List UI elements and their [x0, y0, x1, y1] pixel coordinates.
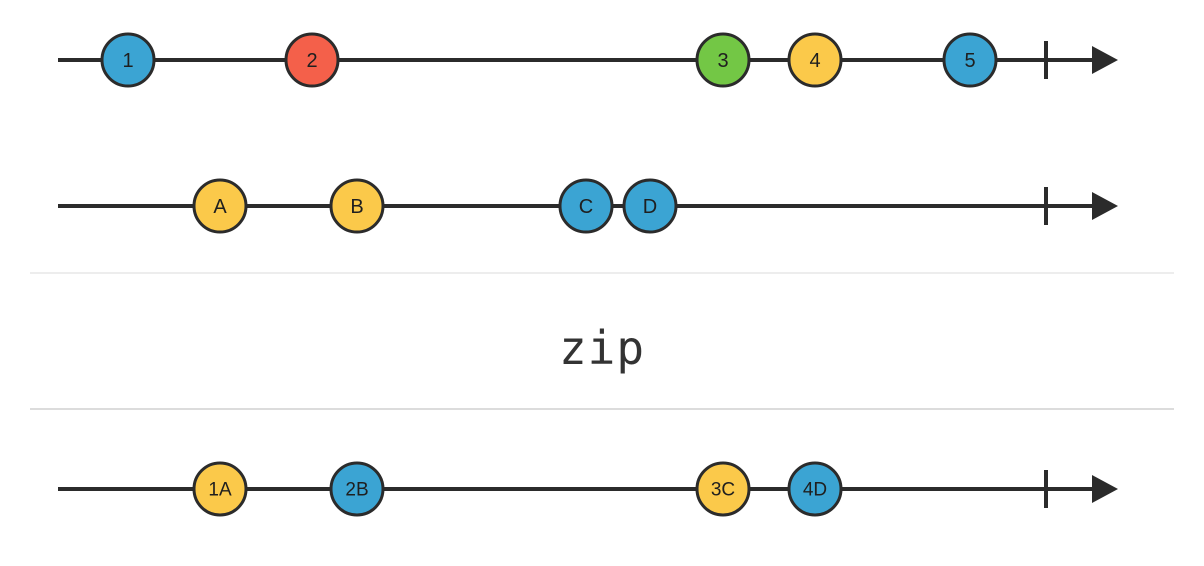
marble-1A[interactable]: 1A	[192, 461, 248, 517]
timeline-arrowhead-icon	[1092, 46, 1118, 74]
marble-circle	[284, 32, 340, 88]
marble-circle	[192, 178, 248, 234]
marble-4D[interactable]: 4D	[787, 461, 843, 517]
marble-circle	[329, 178, 385, 234]
operator-label-container: zip	[0, 325, 1204, 371]
marble-circle	[558, 178, 614, 234]
marble-circle	[787, 32, 843, 88]
marble-circle	[192, 461, 248, 517]
marble-circle	[787, 461, 843, 517]
timeline-arrowhead-icon	[1092, 475, 1118, 503]
marble-4[interactable]: 4	[787, 32, 843, 88]
marble-A[interactable]: A	[192, 178, 248, 234]
timeline-result: 1A 2B 3C 4D	[0, 457, 1204, 521]
marble-circle	[695, 461, 751, 517]
timeline-arrowhead-icon	[1092, 192, 1118, 220]
marble-D[interactable]: D	[622, 178, 678, 234]
marble-B[interactable]: B	[329, 178, 385, 234]
marble-C[interactable]: C	[558, 178, 614, 234]
marble-circle	[695, 32, 751, 88]
marble-2B[interactable]: 2B	[329, 461, 385, 517]
divider-bottom	[0, 406, 1204, 412]
marble-1[interactable]: 1	[100, 32, 156, 88]
operator-name: zip	[558, 321, 646, 375]
marble-circle	[942, 32, 998, 88]
marble-3[interactable]: 3	[695, 32, 751, 88]
marble-2[interactable]: 2	[284, 32, 340, 88]
marble-circle	[622, 178, 678, 234]
marble-3C[interactable]: 3C	[695, 461, 751, 517]
marble-circle	[329, 461, 385, 517]
divider-top	[0, 270, 1204, 276]
marble-5[interactable]: 5	[942, 32, 998, 88]
marble-circle	[100, 32, 156, 88]
